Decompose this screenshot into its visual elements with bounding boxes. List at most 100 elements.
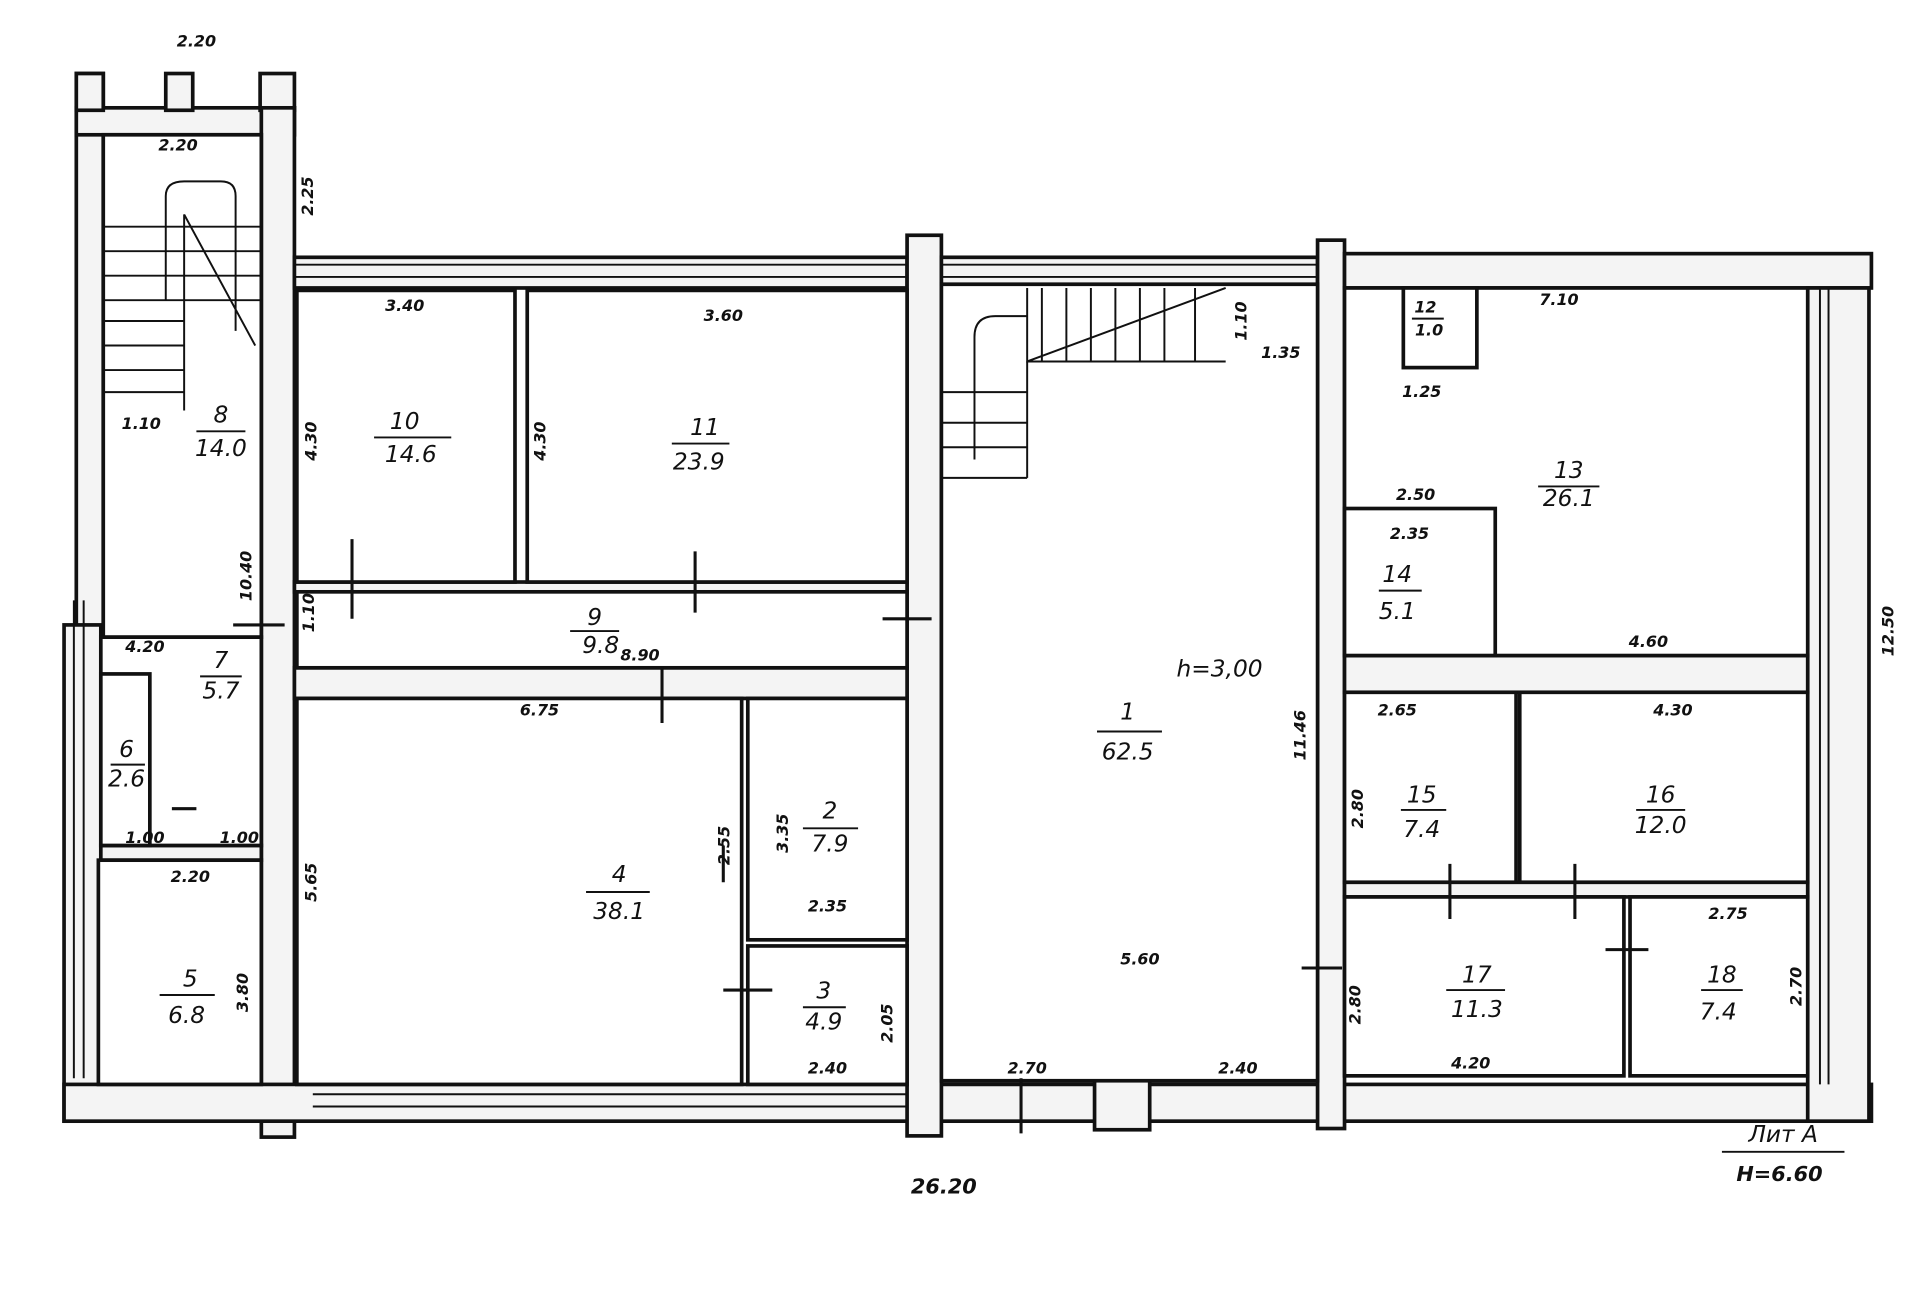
- dimension-label: 1.35: [1261, 343, 1300, 362]
- dimension-labels: 2.20 2.20 2.25 1.10 10.40 4.20 1.00 1.00…: [122, 32, 1898, 1078]
- room-text: 3: [816, 978, 831, 1005]
- room-3-label: 34.9: [802, 978, 846, 1035]
- dimension-label: 4.30: [1652, 701, 1692, 720]
- dimension-label: 5.65: [301, 863, 320, 902]
- dimension-label: 3.80: [233, 973, 252, 1012]
- room-text: 14: [1382, 561, 1412, 588]
- walls: [62, 71, 1874, 1139]
- room-2-label: 27.9: [802, 798, 859, 858]
- dimension-label: 3.40: [385, 296, 424, 315]
- room-text: 5.1: [1379, 598, 1416, 625]
- dimension-label: 11.46: [1290, 710, 1309, 760]
- room-text: 15: [1407, 782, 1437, 809]
- room-text: 12.0: [1635, 812, 1687, 839]
- room-text: 38.1: [593, 898, 645, 925]
- dimension-label: 2.20: [158, 136, 197, 155]
- room-text: 5: [183, 965, 198, 992]
- room-14-label: 145.1: [1379, 561, 1422, 625]
- room-text: 7: [213, 647, 228, 674]
- dimension-label: 2.70: [1787, 967, 1806, 1006]
- dimension-label: 1.00: [125, 828, 164, 847]
- room-18-label: 187.4: [1700, 962, 1743, 1025]
- room-text: 9.8: [582, 632, 619, 659]
- room-text: 4: [612, 861, 627, 888]
- room-5-label: 56.8: [159, 965, 215, 1029]
- dimension-label: 1.00: [220, 828, 259, 847]
- dimension-label: 2.65: [1378, 701, 1417, 720]
- room-text: 10: [390, 408, 420, 435]
- room-text: 14.0: [195, 435, 247, 462]
- room-text: 13: [1554, 457, 1584, 484]
- dimension-label: 2.25: [298, 176, 317, 215]
- dimension-label: 3.60: [704, 306, 743, 325]
- dimension-label: 1.10: [299, 593, 318, 632]
- dimension-label: 7.10: [1539, 290, 1578, 309]
- dimension-label: 1.25: [1402, 382, 1441, 401]
- room-11-label: 11 23.9: [671, 414, 730, 475]
- dimension-label: 4.30: [531, 421, 550, 461]
- dimension-label: 6.75: [520, 701, 559, 720]
- room-8-label: 814.0: [195, 402, 247, 462]
- dimension-label: 2.20: [171, 867, 210, 886]
- room-text: 6.8: [168, 1002, 205, 1029]
- room-text: 23.9: [673, 448, 725, 475]
- room-6-label: 62.6: [108, 736, 145, 792]
- dimension-label: 2.40: [808, 1058, 847, 1077]
- room-text: 7.4: [1700, 998, 1737, 1025]
- dimension-label: 2.20: [177, 32, 216, 51]
- room-7-label: 75.7: [200, 647, 242, 704]
- dimension-label: 5.60: [1120, 949, 1159, 968]
- room-text: 4.9: [805, 1008, 842, 1035]
- room-text: 17: [1462, 962, 1492, 989]
- dimension-label: 12.50: [1878, 606, 1897, 656]
- room-text: 1: [1120, 698, 1135, 725]
- dimension-label: 2.05: [877, 1004, 896, 1043]
- room-text: 5.7: [202, 677, 239, 704]
- windows: [72, 263, 1830, 1108]
- dimension-label: 1.10: [1232, 301, 1251, 340]
- dimension-label: 2.35: [808, 897, 847, 916]
- dimension-label: 10.40: [237, 551, 256, 601]
- dimension-label: 3.35: [773, 814, 792, 853]
- dimension-label: 8.90: [620, 645, 659, 664]
- room-text: 7.9: [811, 831, 848, 858]
- dimension-label: 2.50: [1396, 485, 1435, 504]
- dimension-label: 2.40: [1218, 1058, 1257, 1077]
- room-4-label: 438.1: [586, 861, 650, 925]
- dimension-label: 2.35: [1390, 524, 1429, 543]
- dimension-label: 4.60: [1628, 632, 1668, 651]
- room-text: 11: [690, 414, 720, 441]
- dimension-label: 2.55: [714, 826, 733, 865]
- dimension-label: 2.70: [1008, 1058, 1047, 1077]
- room-text: 9: [587, 604, 602, 631]
- room-labels: 162.5 27.9 34.9 438.1 56.8 62.6 75.7 814…: [108, 297, 1743, 1035]
- room-text: 16: [1646, 782, 1676, 809]
- room-text: 11.3: [1451, 996, 1503, 1023]
- room-text: 14.6: [385, 441, 437, 468]
- room-text: 1.0: [1415, 321, 1443, 340]
- ceiling-height-label: h=3,00: [1177, 655, 1263, 682]
- room-17-label: 17 11.3: [1446, 962, 1506, 1023]
- room-text: 2.6: [108, 766, 145, 793]
- room-text: 7.4: [1403, 816, 1440, 843]
- room-text: 26.1: [1543, 485, 1595, 512]
- dimension-label: 2.80: [1348, 789, 1367, 828]
- total-length-label: 26.20: [911, 1174, 977, 1198]
- liter-label: Лит А: [1747, 1121, 1817, 1148]
- room-text: 62.5: [1102, 739, 1154, 766]
- room-text: 8: [213, 402, 228, 429]
- room-text: 2: [822, 798, 837, 825]
- door-marks: [171, 539, 1649, 1134]
- dimension-label: 4.30: [301, 421, 320, 461]
- room-text: 18: [1707, 962, 1737, 989]
- room-15-label: 157.4: [1400, 782, 1447, 843]
- room-16-label: 16 12.0: [1635, 782, 1687, 840]
- room-10-label: 10 14.6: [374, 408, 452, 468]
- room-1-label: 162.5: [1097, 698, 1162, 766]
- stairs: [103, 180, 1227, 479]
- dimension-label: 1.10: [122, 414, 161, 433]
- dimension-label: 2.80: [1345, 985, 1364, 1024]
- dimension-label: 2.75: [1708, 904, 1747, 923]
- building-height-label: Н=6.60: [1736, 1162, 1822, 1186]
